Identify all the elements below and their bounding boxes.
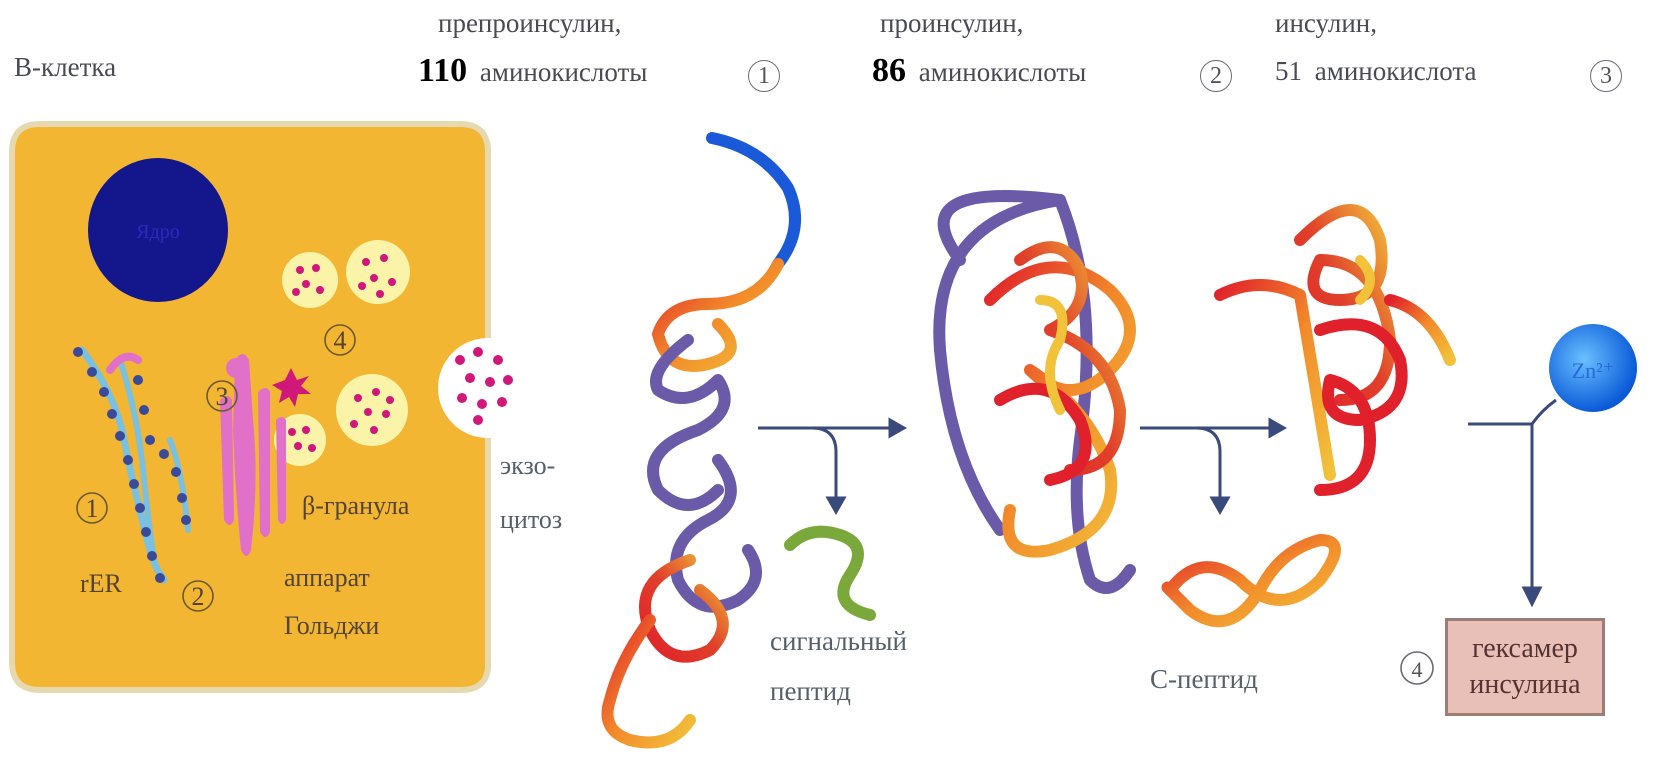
arrow-2 <box>1140 420 1284 512</box>
zinc-label: Zn²⁺ <box>1572 358 1615 383</box>
signal-peptide <box>790 532 870 615</box>
signal-peptide-label-line2: пептид <box>770 676 851 706</box>
exocytosis-label-line2: цитоз <box>500 505 562 534</box>
insulin <box>1220 210 1450 490</box>
insulin-hexamer-box: гексамер инсулина <box>1445 618 1605 716</box>
granule-label: β-гранула <box>302 491 410 520</box>
cell-marker-1: 1 <box>86 494 99 523</box>
hexamer-label-line1: гексамер <box>1448 631 1602 667</box>
c-peptide <box>1168 540 1336 621</box>
exocytosis-label-line1: экзо- <box>500 451 555 480</box>
arrow-3 <box>1468 400 1556 604</box>
er-label: rER <box>80 569 123 598</box>
cell-marker-4: 4 <box>334 326 347 355</box>
cell-marker-3: 3 <box>216 382 229 411</box>
preproinsulin-chain <box>608 138 796 743</box>
proinsulin <box>939 196 1130 588</box>
hexamer-marker: 4 <box>1412 657 1423 682</box>
signal-peptide-label-line1: сигнальный <box>770 626 907 656</box>
c-peptide-label: С-пептид <box>1150 664 1258 694</box>
cell-marker-2: 2 <box>192 582 205 611</box>
hexamer-label-line2: инсулина <box>1448 667 1602 703</box>
exocytosis-vesicle <box>438 338 538 438</box>
nucleus-label: Ядро <box>136 221 180 243</box>
golgi-label-line2: Гольджи <box>284 611 379 640</box>
golgi-label-line1: аппарат <box>284 563 370 592</box>
arrow-1 <box>758 420 904 512</box>
